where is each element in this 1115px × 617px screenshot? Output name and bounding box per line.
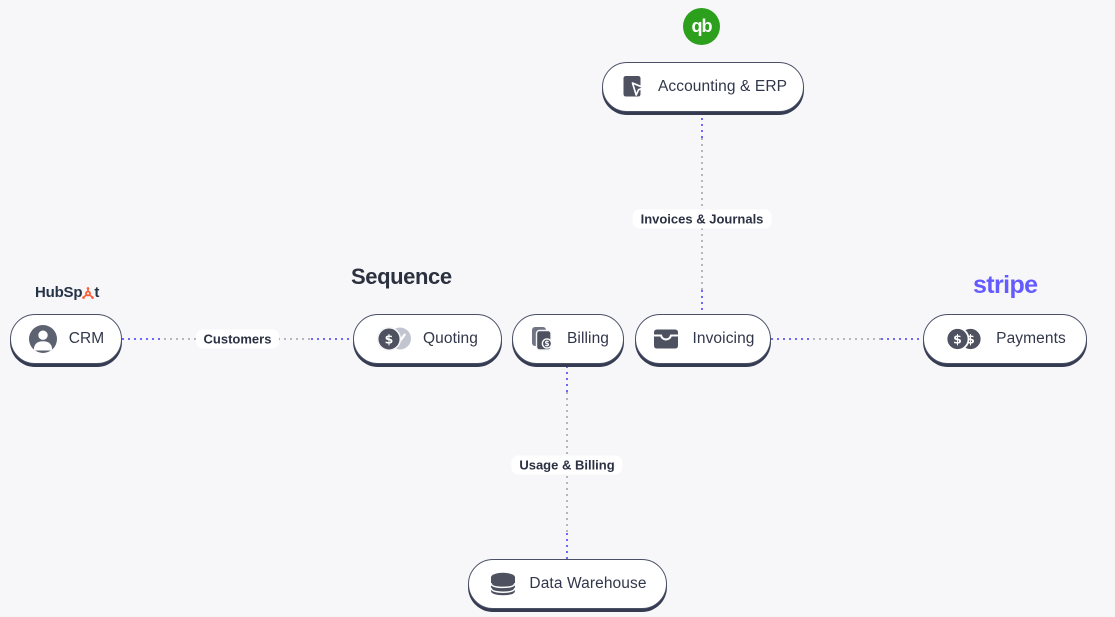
quote-dollar-check-icon: $ <box>377 325 412 353</box>
connector-label-customers: Customers <box>195 329 280 349</box>
svg-text:$: $ <box>966 331 975 346</box>
connector-segment <box>771 338 813 340</box>
connector-segment <box>701 112 703 138</box>
node-data-warehouse[interactable]: Data Warehouse <box>468 559 667 609</box>
connector-segment <box>881 338 923 340</box>
svg-text:$: $ <box>544 339 549 348</box>
connector-segment <box>122 338 164 340</box>
connector-accounting-invoicing: Invoices & Journals <box>632 112 772 316</box>
person-icon <box>28 324 58 354</box>
node-label: Quoting <box>423 330 478 347</box>
connector-segment <box>311 338 353 340</box>
quickbooks-logo-text: qb <box>691 16 713 36</box>
connector-segment <box>813 338 881 340</box>
hubspot-sprocket-icon <box>82 286 95 299</box>
connector-segment <box>566 366 568 392</box>
node-label: Accounting & ERP <box>657 78 788 95</box>
node-billing[interactable]: $ Billing <box>512 314 624 364</box>
node-payments[interactable]: $ $ Payments <box>923 314 1087 364</box>
node-crm[interactable]: CRM <box>10 314 122 364</box>
connector-crm-quoting: Customers <box>122 329 353 349</box>
connector-segment <box>701 290 703 316</box>
connector-segment <box>566 533 568 559</box>
payments-coins-icon: $ $ <box>944 325 985 353</box>
node-invoicing[interactable]: Invoicing <box>635 314 771 364</box>
quickbooks-logo: qb <box>683 8 720 45</box>
node-quoting[interactable]: $ Quoting <box>353 314 502 364</box>
node-label: Payments <box>996 330 1066 347</box>
database-icon <box>488 571 518 598</box>
billing-documents-icon: $ <box>527 325 556 353</box>
hubspot-logo: HubSp t <box>35 284 99 301</box>
node-label: CRM <box>68 330 105 347</box>
inbox-icon <box>651 326 681 352</box>
svg-text:$: $ <box>953 331 962 346</box>
node-label: Data Warehouse <box>529 575 647 592</box>
node-label: Billing <box>566 330 610 347</box>
svg-text:$: $ <box>385 331 394 346</box>
connector-billing-warehouse: Usage & Billing <box>511 366 623 559</box>
node-accounting-erp[interactable]: Accounting & ERP <box>602 62 804 112</box>
hubspot-logo-text: HubSp <box>35 284 83 301</box>
connector-label-invoices-journals: Invoices & Journals <box>632 209 772 229</box>
sequence-logo: Sequence <box>351 264 452 290</box>
document-cursor-icon <box>619 74 647 100</box>
hubspot-logo-text-end: t <box>94 284 100 301</box>
stripe-logo: stripe <box>973 271 1038 300</box>
connector-label-usage-billing: Usage & Billing <box>511 455 623 475</box>
sequence-logo-text: Sequence <box>351 264 452 289</box>
connector-invoicing-payments <box>771 338 923 340</box>
node-label: Invoicing <box>692 330 755 347</box>
stripe-logo-text: stripe <box>973 271 1038 299</box>
